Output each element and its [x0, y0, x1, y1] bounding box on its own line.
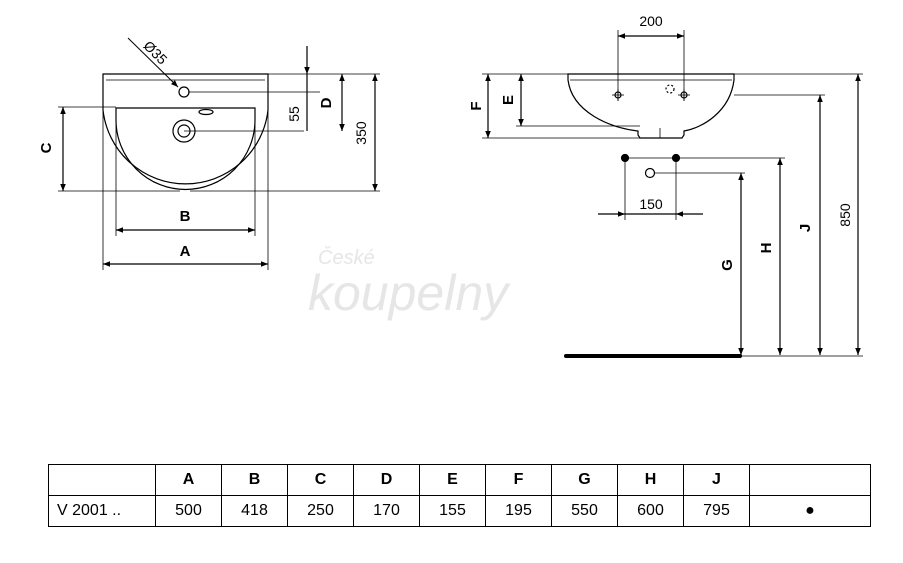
- table-header-cell: A: [155, 464, 222, 496]
- side-view-extension-lines: [482, 73, 863, 220]
- label-e: E: [500, 95, 517, 105]
- label-a: A: [180, 243, 191, 260]
- dim-200-label: 200: [639, 13, 663, 29]
- basin-bowl: [115, 107, 256, 191]
- tap-hole: [178, 86, 190, 98]
- value-cell-g: 550: [551, 495, 618, 527]
- basin-outline: [102, 73, 269, 185]
- value-cell-d: 170: [353, 495, 420, 527]
- table-row: V 2001 .. 500 418 250 170 155 195 550 60…: [48, 495, 871, 527]
- table-header-cell: F: [485, 464, 552, 496]
- label-d: D: [318, 97, 335, 108]
- value-cell-c: 250: [287, 495, 354, 527]
- value-cell-b: 418: [221, 495, 288, 527]
- label-g: G: [719, 259, 736, 271]
- dimensions-table: A B C D E F G H J V 2001 .. 500 418 250 …: [48, 464, 871, 527]
- watermark: České koupelny: [308, 246, 511, 321]
- tap-hole-leader: [127, 37, 179, 88]
- overflow-hole: [665, 84, 675, 94]
- waste-point: [644, 167, 656, 179]
- dim-150-label: 150: [639, 196, 663, 212]
- marker-cell: ●: [749, 495, 871, 527]
- label-f: F: [468, 101, 485, 110]
- overflow-slot: [198, 108, 214, 116]
- label-h: H: [758, 243, 775, 254]
- side-view-labels: 200 150 F E G H J 850: [468, 13, 853, 271]
- table-header-cell: [749, 464, 871, 496]
- table-header-cell: B: [221, 464, 288, 496]
- label-c: C: [38, 142, 55, 153]
- side-view: [482, 30, 863, 358]
- top-view-extension-lines: [58, 73, 380, 270]
- tap-hole-diameter-label: Ø35: [141, 37, 171, 67]
- table-header-cell: D: [353, 464, 420, 496]
- top-view-labels: Ø35 55 D 350 C B A: [38, 37, 369, 260]
- supply-point-left: [620, 153, 630, 163]
- value-cell-e: 155: [419, 495, 486, 527]
- value-cell-j: 795: [683, 495, 750, 527]
- table-header-cell: G: [551, 464, 618, 496]
- watermark-line1: České: [318, 246, 375, 269]
- dim-850-label: 850: [837, 203, 853, 227]
- dim-55-label: 55: [286, 106, 302, 122]
- table-header-cell: [48, 464, 156, 496]
- technical-drawing: České koupelny: [38, 13, 863, 358]
- watermark-line2: koupelny: [308, 265, 511, 321]
- supply-point-right: [671, 153, 681, 163]
- model-cell: V 2001 ..: [48, 495, 156, 527]
- table-header-row: A B C D E F G H J: [48, 464, 871, 496]
- table-header-cell: J: [683, 464, 750, 496]
- dim-350-label: 350: [353, 121, 369, 145]
- label-j: J: [797, 224, 814, 232]
- value-cell-h: 600: [617, 495, 684, 527]
- table-header-cell: H: [617, 464, 684, 496]
- value-cell-a: 500: [155, 495, 222, 527]
- table-header-cell: E: [419, 464, 486, 496]
- table-header-cell: C: [287, 464, 354, 496]
- basin-side-profile: [567, 73, 735, 139]
- label-b: B: [180, 208, 191, 225]
- value-cell-f: 195: [485, 495, 552, 527]
- top-view: [58, 37, 380, 270]
